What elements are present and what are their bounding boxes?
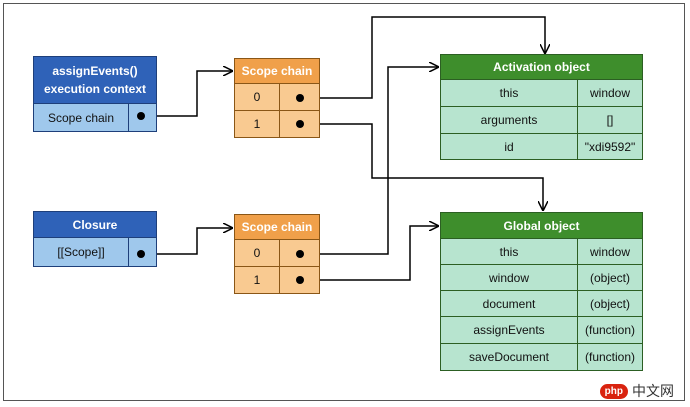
global-row-savedocument-value: (function) — [577, 343, 643, 371]
scope-chain-bottom-index-0: 0 — [234, 239, 280, 267]
execution-context-title-line2: execution context — [43, 82, 147, 96]
global-row-assignevents-value: (function) — [577, 316, 643, 344]
activation-row-arguments-key: arguments — [440, 106, 578, 134]
activation-row-id-key: id — [440, 133, 578, 160]
activation-row-this-key: this — [440, 79, 578, 107]
scope-chain-bottom-dot-0 — [296, 250, 304, 258]
global-object-header: Global object — [440, 212, 643, 239]
scope-chain-bottom-header: Scope chain — [234, 214, 320, 240]
global-row-window-key: window — [440, 264, 578, 291]
watermark-badge: php — [599, 383, 628, 399]
closure-box: Closure [[Scope]] — [33, 211, 157, 267]
global-row-document-key: document — [440, 290, 578, 317]
global-row-assignevents-key: assignEvents — [440, 316, 578, 344]
activation-row-id-value: "xdi9592" — [577, 133, 643, 160]
execution-context-scope-label: Scope chain — [33, 103, 129, 132]
connector-bottom-1-to-global — [300, 226, 438, 281]
connector-closure-to-scopechain — [142, 228, 232, 255]
global-row-savedocument-key: saveDocument — [440, 343, 578, 371]
connector-context-to-scopechain — [142, 71, 232, 117]
activation-row-arguments-value: [] — [577, 106, 643, 134]
watermark: php 中文网 — [599, 381, 674, 401]
closure-scope-label: [[Scope]] — [33, 237, 129, 267]
closure-pointer-dot — [137, 250, 145, 258]
scope-chain-bottom-dot-1 — [296, 276, 304, 284]
scope-chain-top-header: Scope chain — [234, 58, 320, 84]
global-object: Global object this window window (object… — [440, 212, 643, 371]
scope-chain-bottom: Scope chain 0 1 — [234, 214, 320, 294]
execution-context-pointer-dot — [137, 112, 145, 120]
scope-chain-bottom-index-1: 1 — [234, 266, 280, 294]
global-row-this-value: window — [577, 238, 643, 265]
scope-chain-top-dot-1 — [296, 120, 304, 128]
connector-top-1-to-global — [300, 123, 543, 210]
execution-context-box: assignEvents() execution context Scope c… — [33, 56, 157, 132]
scope-chain-top-index-0: 0 — [234, 83, 280, 111]
global-row-window-value: (object) — [577, 264, 643, 291]
watermark-text: 中文网 — [632, 383, 674, 399]
scope-chain-top-index-1: 1 — [234, 110, 280, 138]
connector-top-0-to-activation — [300, 16, 545, 99]
scope-chain-top: Scope chain 0 1 — [234, 58, 320, 138]
closure-header: Closure — [33, 211, 157, 238]
execution-context-header: assignEvents() execution context — [33, 56, 157, 104]
global-row-document-value: (object) — [577, 290, 643, 317]
activation-row-this-value: window — [577, 79, 643, 107]
activation-object-header: Activation object — [440, 54, 643, 80]
activation-object: Activation object this window arguments … — [440, 54, 643, 160]
scope-chain-top-dot-0 — [296, 94, 304, 102]
connector-bottom-0-to-activation — [300, 67, 438, 255]
execution-context-title-line1: assignEvents() — [52, 64, 138, 78]
global-row-this-key: this — [440, 238, 578, 265]
